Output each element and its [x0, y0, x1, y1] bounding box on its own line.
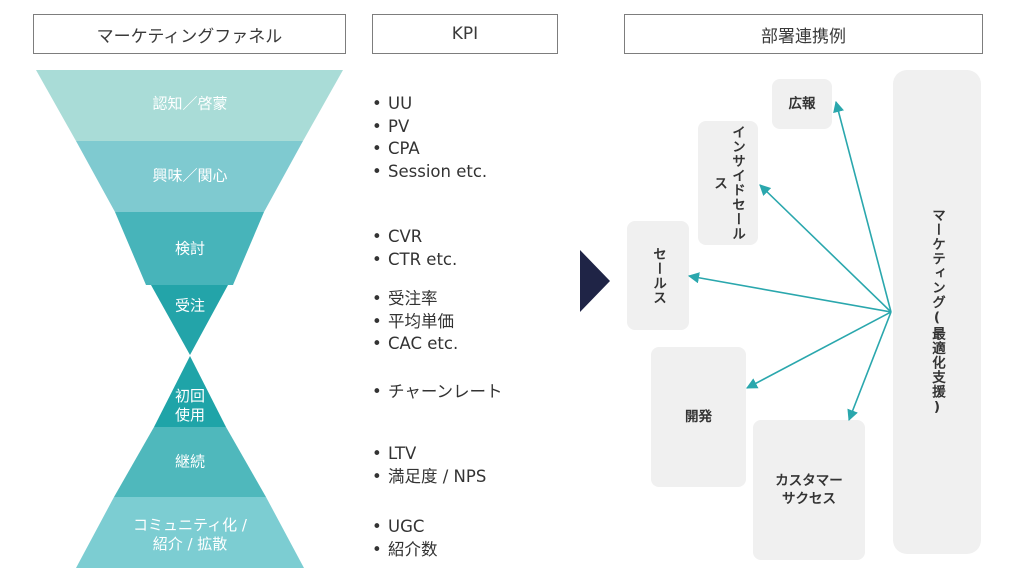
dept-inside-sales-label: インサイドセールス — [711, 125, 745, 241]
funnel-stage-first-use — [154, 356, 226, 427]
funnel-stage-label: 継続 — [174, 452, 206, 471]
kpi-item: LTV — [372, 443, 486, 466]
dept-marketing-label: マーケティング(最適化支援) — [929, 208, 945, 416]
department-header: 部署連携例 — [624, 14, 983, 54]
dept-sales-box: セールス — [627, 221, 689, 330]
funnel-stage-label: 検討 — [174, 239, 206, 258]
arrow-to-development — [746, 311, 892, 389]
funnel-stage-label: コミュニティ化 / 紹介 / 拡散 — [133, 516, 247, 553]
kpi-item: CPA — [372, 138, 487, 161]
kpi-item: Session etc. — [372, 161, 487, 184]
dept-development-box: 開発 — [651, 347, 746, 487]
funnel-stage-label: 認知／啓蒙 — [152, 94, 228, 113]
kpi-item: チャーンレート — [372, 381, 503, 404]
dept-inside-sales-box: インサイドセールス — [698, 121, 758, 245]
dept-pr-box: 広報 — [772, 79, 832, 129]
dept-pr-label: 広報 — [788, 96, 816, 112]
arrow-to-sales — [687, 272, 892, 313]
kpi-item: UGC — [372, 516, 438, 539]
funnel-stage-retention — [114, 427, 266, 497]
kpi-item: 満足度 / NPS — [372, 466, 486, 489]
kpi-item: 受注率 — [372, 288, 458, 311]
dept-development-label: 開発 — [685, 409, 712, 425]
kpi-item: CTR etc. — [372, 249, 457, 272]
dept-sales-label: セールス — [650, 246, 666, 305]
kpi-list-consideration: CVR CTR etc. — [372, 226, 457, 271]
connector-arrow-icon — [580, 250, 610, 312]
arrow-to-customer-success — [847, 311, 892, 422]
kpi-list-first-use: チャーンレート — [372, 381, 503, 404]
dept-marketing-box: マーケティング(最適化支援) — [893, 70, 981, 554]
arrow-to-inside-sales — [759, 184, 892, 313]
kpi-item: UU — [372, 93, 487, 116]
funnel-stage-community — [76, 497, 304, 568]
kpi-list-community: UGC 紹介数 — [372, 516, 438, 561]
kpi-list-awareness-interest: UU PV CPA Session etc. — [372, 93, 487, 183]
funnel-stage-label: 初回 使用 — [174, 387, 206, 424]
funnel-stage-interest — [76, 141, 303, 212]
kpi-item: PV — [372, 116, 487, 139]
kpi-header: KPI — [372, 14, 558, 54]
funnel-stage-order — [151, 285, 228, 355]
dept-customer-success-box: カスタマー サクセス — [753, 420, 865, 560]
kpi-item: 紹介数 — [372, 539, 438, 562]
arrow-to-pr — [833, 100, 892, 313]
funnel-stage-awareness — [36, 70, 343, 141]
funnel-stage-label: 興味／関心 — [152, 166, 228, 185]
funnel-stage-label: 受注 — [174, 296, 206, 315]
kpi-item: CAC etc. — [372, 333, 458, 356]
funnel-header: マーケティングファネル — [33, 14, 346, 54]
dept-customer-success-label: カスタマー サクセス — [775, 473, 843, 507]
kpi-item: CVR — [372, 226, 457, 249]
funnel-stage-consideration — [115, 212, 264, 285]
kpi-list-order: 受注率 平均単価 CAC etc. — [372, 288, 458, 356]
kpi-list-retention: LTV 満足度 / NPS — [372, 443, 486, 488]
kpi-item: 平均単価 — [372, 311, 458, 334]
